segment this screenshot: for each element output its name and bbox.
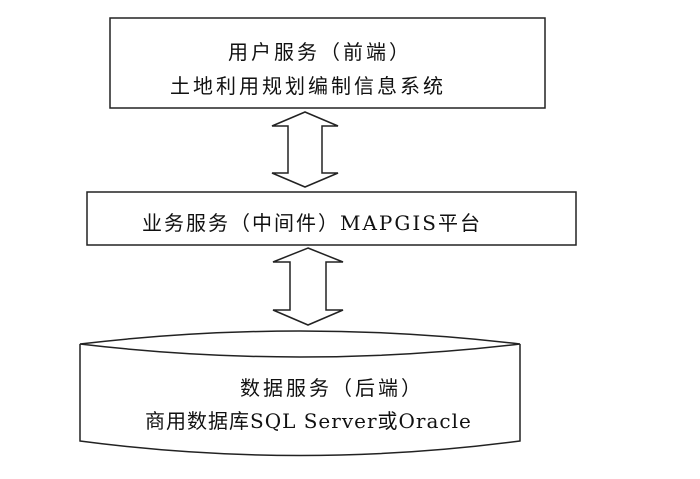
double-arrow-icon [271,111,339,188]
database-cylinder [79,330,521,457]
middleware-box [86,191,577,246]
double-arrow-icon [272,247,344,326]
front-end-title: 用户服务（前端） [228,40,412,64]
front-end-box [109,17,546,109]
front-end-subtitle: 土地利用规划编制信息系统 [170,74,446,98]
middleware-title: 业务服务（中间件）MAPGIS平台 [142,211,482,235]
back-end-subtitle: 商用数据库SQL Server或Oracle [145,409,472,433]
back-end-title: 数据服务（后端） [240,376,424,400]
